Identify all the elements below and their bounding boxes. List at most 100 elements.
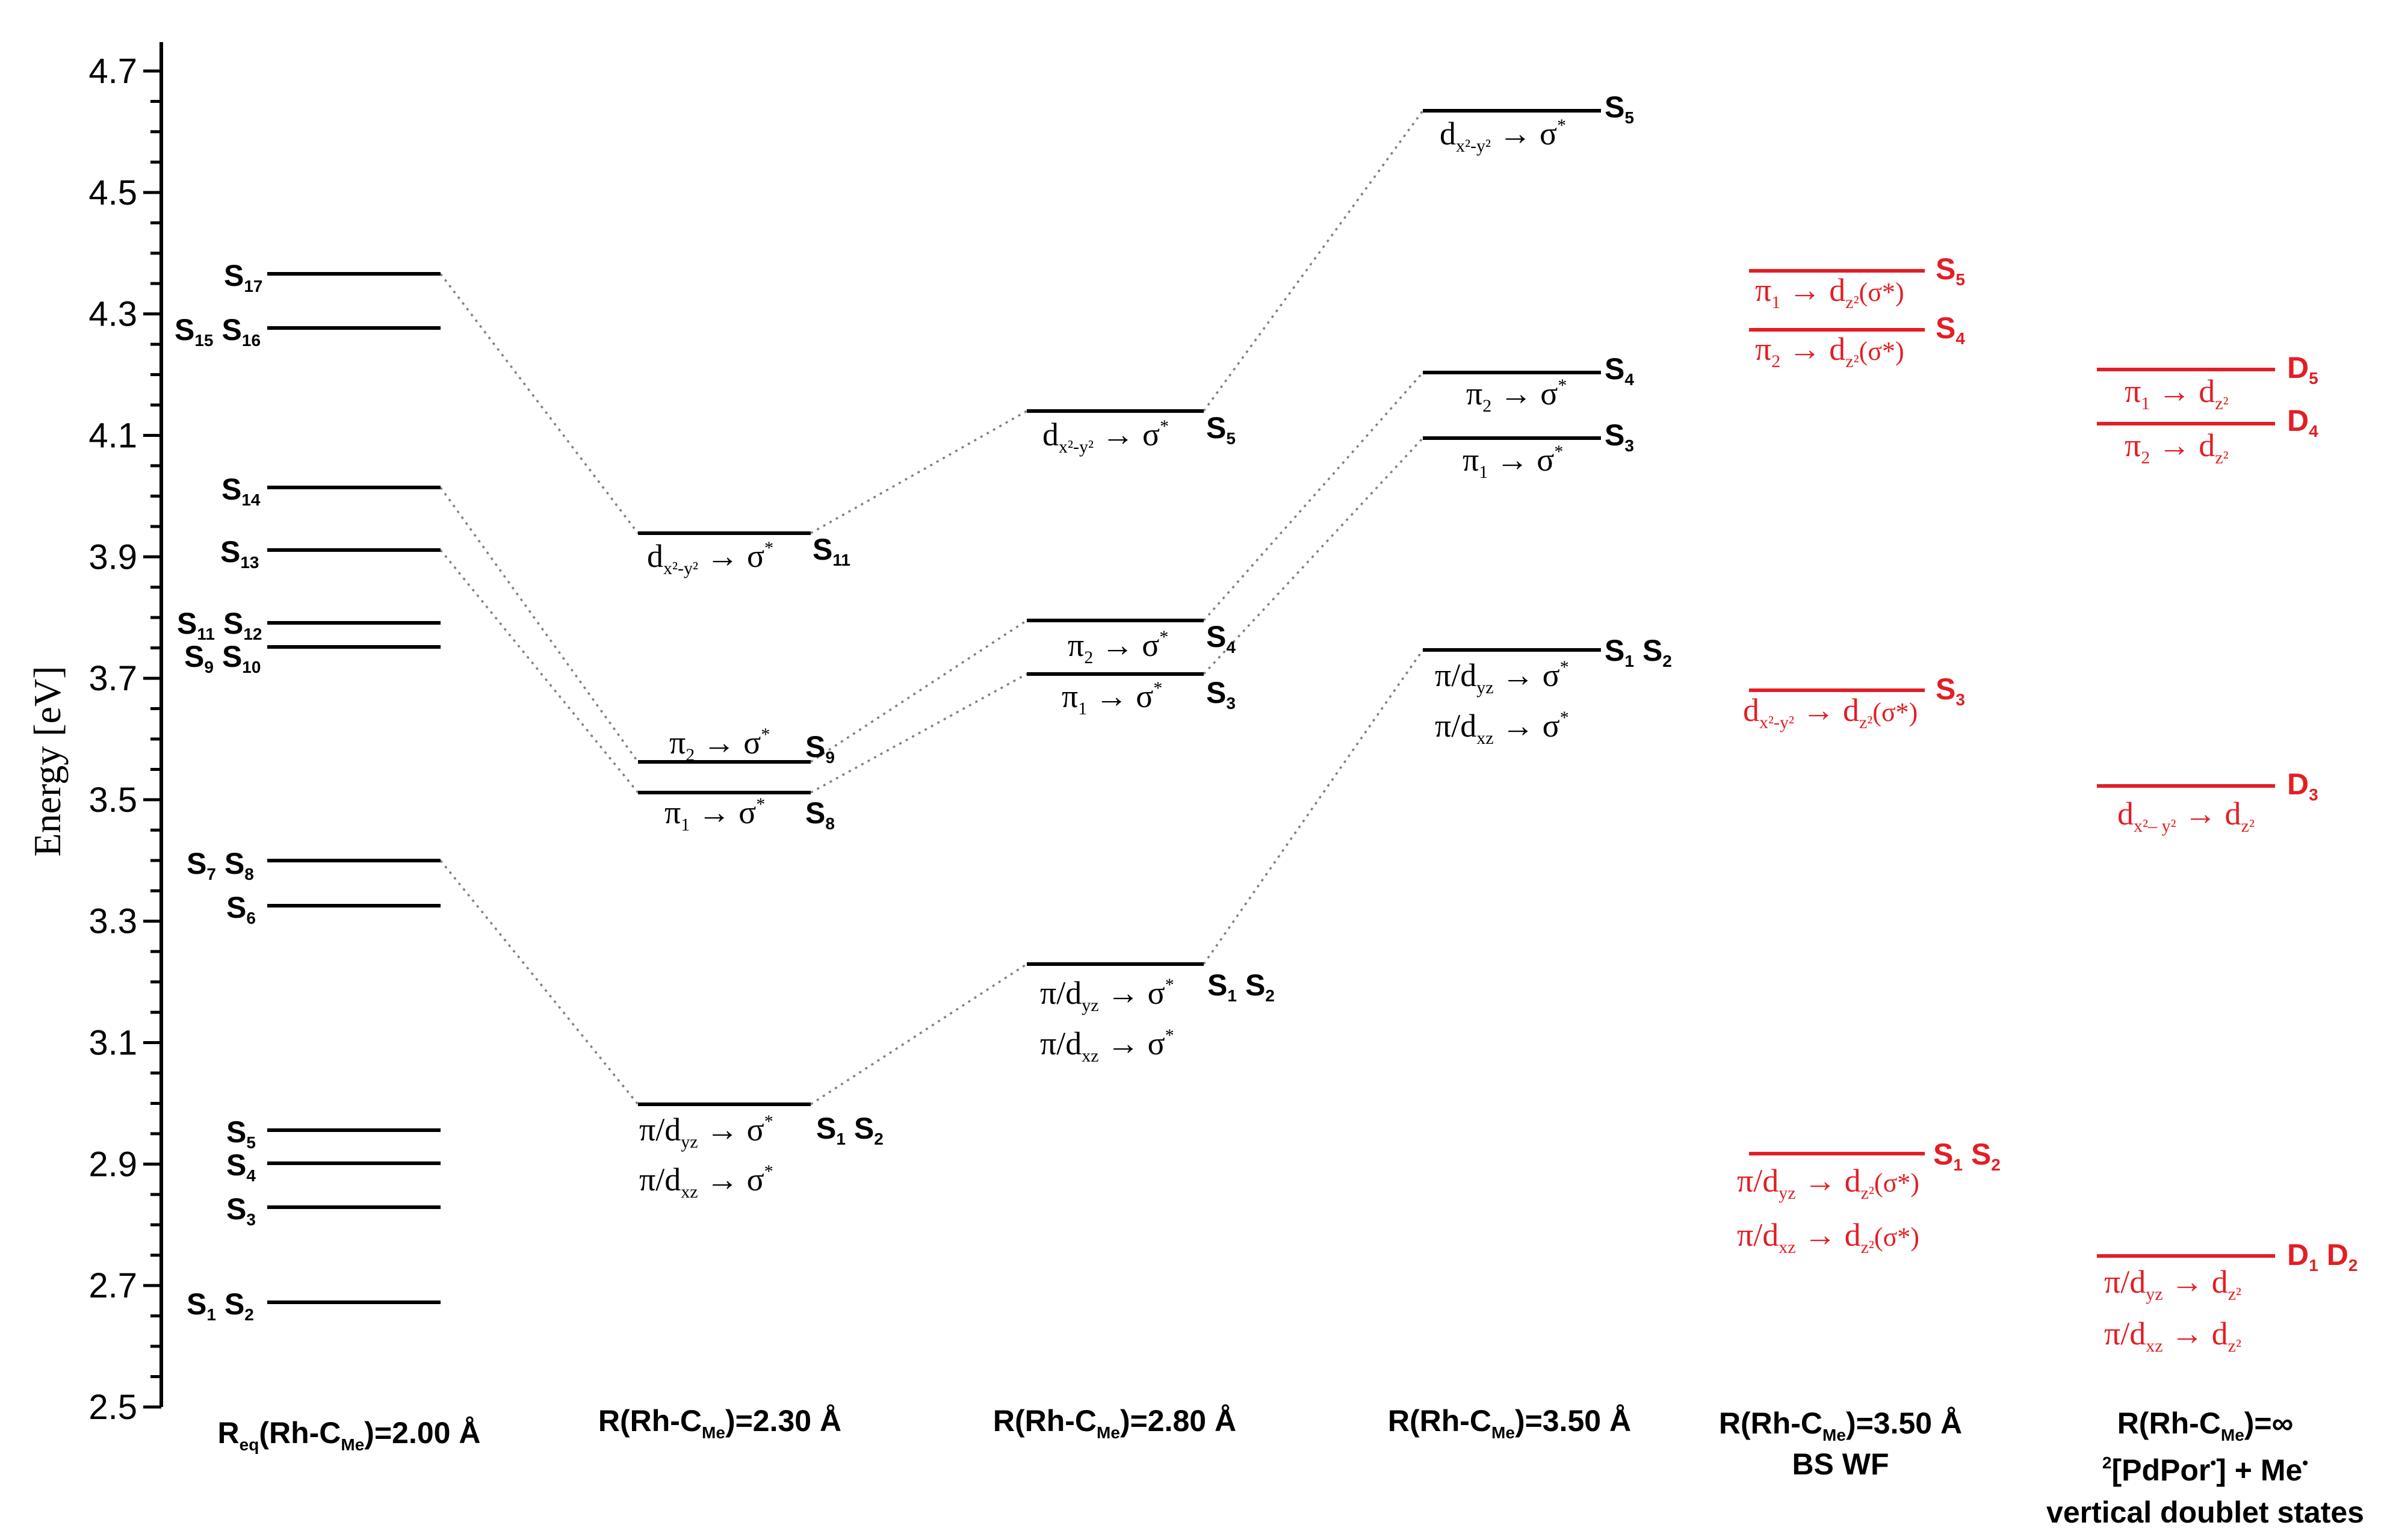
connector-lines bbox=[439, 110, 1424, 1106]
column-label-3-50-bswf: R(Rh-CMe)=3.50 Å bbox=[1719, 1406, 1962, 1444]
state-label-s9: S9 bbox=[805, 730, 835, 767]
transition-pidyz-dz2: π/dyz → dz²(σ*) bbox=[1737, 1163, 1919, 1203]
connector-s7-s1 bbox=[439, 859, 639, 1106]
state-label-d5: D5 bbox=[2287, 351, 2318, 388]
transition-pidxz-sigma: π/dxz → σ* bbox=[1040, 1025, 1174, 1066]
column-3-50-labels: dx²-y² → σ* S5 π2 → σ* S4 π1 → σ* S3 π/d… bbox=[1435, 90, 1672, 748]
state-label-s3: S3 bbox=[1605, 418, 1634, 455]
column-labels: Req(Rh-CMe)=2.00 Å R(Rh-CMe)=2.30 Å R(Rh… bbox=[218, 1404, 2364, 1529]
transition-dx2y2-sigma: dx²-y² → σ* bbox=[647, 538, 773, 578]
state-label-d4: D4 bbox=[2287, 404, 2318, 441]
state-label-s3: S3 bbox=[1936, 672, 1965, 709]
column-infinity bbox=[2097, 368, 2275, 1258]
connector-s1-s1-b bbox=[1203, 649, 1424, 965]
axis-tick-label: 3.3 bbox=[88, 902, 137, 941]
state-label-s13: S13 bbox=[220, 535, 259, 572]
column-label-3-50-bswf-line2: BS WF bbox=[1792, 1447, 1889, 1481]
column-3-50-bswf-labels: π1 → dz²(σ*) S5 π2 → dz²(σ*) S4 dx²-y² →… bbox=[1737, 252, 2001, 1257]
column-label-2-80: R(Rh-CMe)=2.80 Å bbox=[993, 1404, 1236, 1442]
connector-s4-s4 bbox=[1203, 371, 1424, 622]
state-label-d3: D3 bbox=[2287, 767, 2318, 804]
column-2-80 bbox=[1027, 409, 1204, 966]
transition-pidxz-sigma: π/dxz → σ* bbox=[1435, 708, 1569, 748]
state-label-s4: S4 bbox=[1206, 620, 1236, 657]
axis-ticks: 2.52.72.93.13.33.53.73.94.14.34.54.7 bbox=[88, 52, 161, 1427]
state-label-s4: S4 bbox=[226, 1148, 256, 1185]
state-label-s3: S3 bbox=[1206, 676, 1236, 713]
axis-tick-label: 4.1 bbox=[88, 416, 137, 455]
column-2-30-labels: dx²-y² → σ* S11 π2 → σ* S9 π1 → σ* S8 π/… bbox=[639, 533, 884, 1202]
connector-s5-s5 bbox=[1203, 110, 1424, 412]
state-label-s4: S4 bbox=[1605, 352, 1634, 389]
axis-tick-label: 2.5 bbox=[88, 1388, 137, 1427]
transition-pidxz-dz2: π/dxz → dz² bbox=[2104, 1316, 2241, 1356]
transition-pi2-dz2: π2 → dz²(σ*) bbox=[1755, 331, 1904, 371]
column-label-infinity-line3: vertical doublet states bbox=[2046, 1495, 2364, 1529]
state-label-s5: S5 bbox=[226, 1115, 256, 1152]
connector-s13-s8 bbox=[439, 549, 639, 794]
transition-dx2y2-sigma: dx²-y² → σ* bbox=[1440, 116, 1566, 156]
axis-tick-label: 3.7 bbox=[88, 659, 137, 698]
state-label-s14: S14 bbox=[221, 472, 261, 509]
connector-s14-s9 bbox=[439, 486, 639, 763]
column-label-infinity: R(Rh-CMe)=∞ bbox=[2117, 1406, 2294, 1444]
transition-pi2-sigma: π2 → σ* bbox=[1466, 376, 1567, 416]
state-label-s5: S5 bbox=[1605, 90, 1634, 127]
state-label-s8: S8 bbox=[805, 796, 835, 833]
column-3-50-bswf bbox=[1749, 269, 1925, 1155]
column-label-2-30: R(Rh-CMe)=2.30 Å bbox=[598, 1404, 841, 1442]
axis-tick-label: 3.1 bbox=[88, 1024, 137, 1063]
transition-pi1-sigma: π1 → σ* bbox=[1062, 678, 1162, 719]
transition-pi2-sigma: π2 → σ* bbox=[1068, 627, 1168, 667]
transition-pidxz-sigma: π/dxz → σ* bbox=[639, 1161, 773, 1202]
state-label-s5: S5 bbox=[1206, 411, 1236, 448]
axis-tick-label: 2.9 bbox=[88, 1145, 137, 1184]
connector-s17-s11 bbox=[439, 273, 639, 534]
axis-tick-label: 4.5 bbox=[88, 173, 137, 212]
transition-pi2-sigma: π2 → σ* bbox=[669, 725, 770, 765]
transition-pi1-sigma: π1 → σ* bbox=[1463, 442, 1563, 482]
column-label-3-50: R(Rh-CMe)=3.50 Å bbox=[1388, 1404, 1631, 1442]
connector-s1-s1 bbox=[810, 963, 1027, 1106]
transition-pi1-sigma: π1 → σ* bbox=[664, 794, 765, 835]
transition-dx2y2-sigma: dx²-y² → σ* bbox=[1042, 416, 1169, 457]
state-label-s11: S11 bbox=[813, 533, 850, 569]
connector-s8-s3 bbox=[810, 673, 1027, 794]
transition-pidyz-dz2: π/dyz → dz² bbox=[2104, 1264, 2241, 1304]
connector-s11-s5 bbox=[810, 410, 1027, 534]
transition-dx2y2-dz2: dx²-y² → dz²(σ*) bbox=[1743, 692, 1918, 732]
transition-pidyz-sigma: π/dyz → σ* bbox=[639, 1112, 773, 1152]
transition-pidyz-sigma: π/dyz → σ* bbox=[1435, 657, 1569, 697]
axis-tick-label: 3.9 bbox=[88, 537, 137, 577]
transition-pidyz-sigma: π/dyz → σ* bbox=[1040, 975, 1174, 1015]
axis-tick-label: 2.7 bbox=[88, 1266, 137, 1305]
transition-dx2y2-dz2: dx²– y² → dz² bbox=[2117, 796, 2255, 836]
transition-pi1-dz2: π1 → dz²(σ*) bbox=[1755, 272, 1904, 312]
axis-title: Energy [eV] bbox=[26, 666, 69, 857]
column-2-30 bbox=[638, 531, 811, 1106]
transition-pi2-dz2: π2 → dz² bbox=[2125, 427, 2229, 468]
column-2-80-labels: dx²-y² → σ* S5 π2 → σ* S4 π1 → σ* S3 π/d… bbox=[1040, 411, 1275, 1066]
energy-axis: 2.52.72.93.13.33.53.73.94.14.34.54.7 bbox=[88, 42, 163, 1427]
column-req-2-00 bbox=[267, 272, 441, 1304]
state-label-s3: S3 bbox=[226, 1192, 256, 1229]
transition-pi1-dz2: π1 → dz² bbox=[2125, 373, 2229, 413]
axis-tick-label: 4.3 bbox=[88, 295, 137, 334]
column-infinity-labels: π1 → dz² D5 π2 → dz² D4 dx²– y² → dz² D3… bbox=[2104, 351, 2358, 1356]
state-label-s5: S5 bbox=[1936, 252, 1965, 289]
state-label-s6: S6 bbox=[226, 891, 256, 927]
axis-tick-label: 4.7 bbox=[88, 52, 137, 91]
column-label-req-2-00: Req(Rh-CMe)=2.00 Å bbox=[218, 1416, 481, 1454]
column-label-infinity-line2: 2[PdPor•] + Me• bbox=[2102, 1453, 2308, 1487]
